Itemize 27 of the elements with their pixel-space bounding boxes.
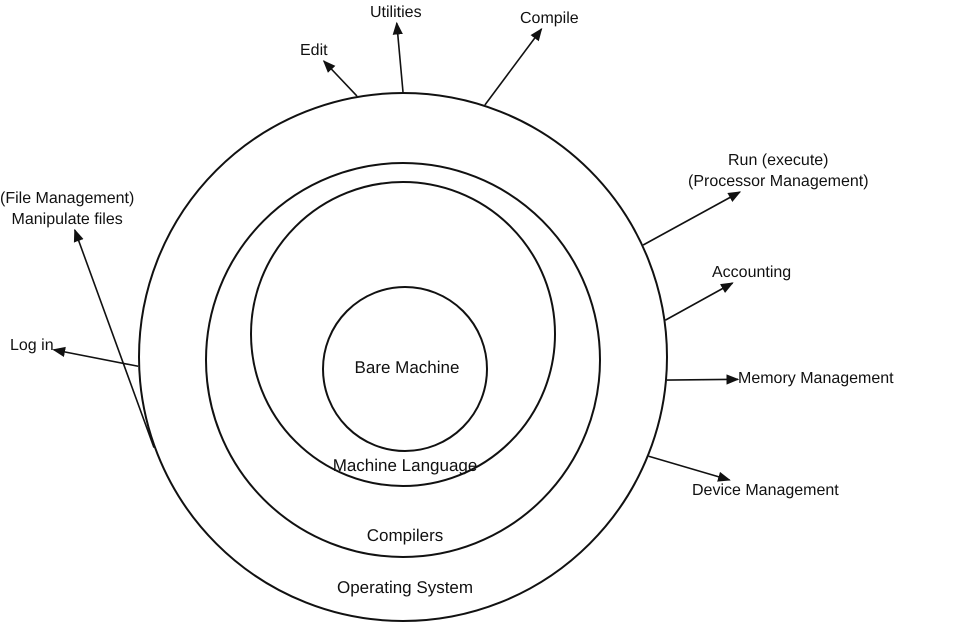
operation-label: Accounting <box>712 262 792 283</box>
ring-circle <box>250 181 556 487</box>
arrow <box>666 374 740 385</box>
operation-label: Device Management <box>692 480 839 501</box>
operation-label: (Processor Management) <box>688 172 869 192</box>
operation-label: Run (execute) <box>727 151 830 171</box>
operation-label: Manipulate files <box>10 210 124 230</box>
operation-label: (File Management) <box>0 189 134 209</box>
ring-circle <box>322 286 488 452</box>
arrow <box>74 228 155 448</box>
arrow <box>648 456 731 482</box>
arrow <box>392 22 404 92</box>
arrow <box>642 191 742 246</box>
ring-label: Bare Machine <box>354 358 460 378</box>
ring-label: Operating System <box>336 578 474 598</box>
operation-label: Memory Management <box>738 368 894 389</box>
operation-label: Utilities <box>370 2 422 23</box>
arrow <box>52 346 138 368</box>
operation-label: Log in <box>10 335 54 356</box>
arrow <box>665 282 734 321</box>
operation-label: Compile <box>520 8 579 29</box>
ring-circle <box>205 162 601 558</box>
ring-label: Machine Language <box>332 456 478 476</box>
ring-label: Compilers <box>366 526 444 546</box>
operation-label: Edit <box>300 40 328 61</box>
ring-circle <box>138 92 668 622</box>
arrow <box>322 60 358 97</box>
